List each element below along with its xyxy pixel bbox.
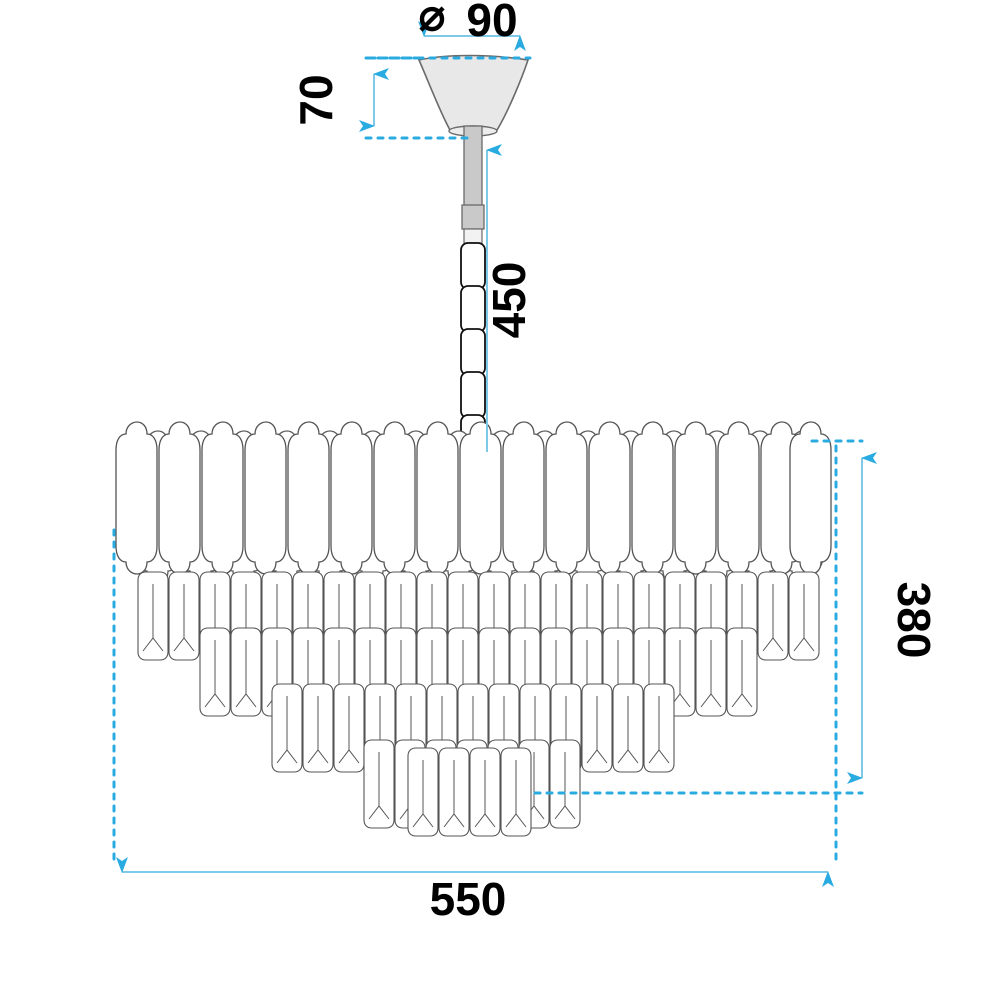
crystal-bar — [788, 571, 820, 661]
crystal-bar — [549, 739, 581, 829]
crystal-bar — [695, 627, 727, 717]
crystal-bar — [407, 747, 439, 837]
crystal-bar — [230, 627, 262, 717]
canopy-height-value: 70 — [290, 74, 342, 125]
shade-width-value: 550 — [430, 873, 507, 925]
diameter-value: 90 — [466, 0, 517, 46]
crystal-panel — [201, 421, 244, 575]
crystal-chain — [460, 242, 486, 456]
crystal-bar — [199, 627, 231, 717]
crystal-bar — [271, 683, 303, 773]
crystal-bar — [302, 683, 334, 773]
tier-1-top — [115, 421, 832, 584]
crystal-bar — [438, 747, 470, 837]
chain-link — [460, 328, 486, 376]
crystal-panel — [416, 421, 459, 575]
dimension-shade-height: 380 — [533, 439, 940, 795]
crystal-bar — [168, 571, 200, 661]
crystal-panel — [459, 421, 502, 575]
crystal-bar — [469, 747, 501, 837]
crystal-panel — [789, 421, 832, 575]
rod-link — [463, 228, 483, 244]
crystal-bar — [137, 571, 169, 661]
crystal-panel — [373, 421, 416, 575]
crystal-panel — [502, 421, 545, 575]
crystal-panel — [674, 421, 717, 575]
canopy-body — [417, 54, 530, 135]
diameter-symbol: ⌀ — [419, 0, 446, 40]
tier-6-bottom — [407, 747, 532, 837]
crystal-bar — [333, 683, 365, 773]
crystal-bar — [500, 747, 532, 837]
chain-link — [460, 242, 486, 290]
crystal-panel — [244, 421, 287, 575]
crystal-panel — [158, 421, 201, 575]
crystal-panel — [287, 421, 330, 575]
crystal-bar — [581, 683, 613, 773]
crystal-panel — [115, 421, 158, 575]
crystal-panel — [717, 421, 760, 575]
chain-link — [460, 371, 486, 419]
suspension-length-value: 450 — [483, 262, 535, 339]
crystal-bar — [612, 683, 644, 773]
dimension-suspension-length: 450 — [483, 144, 535, 452]
dimension-canopy-height: 70 — [290, 56, 472, 140]
crystal-bar — [757, 571, 789, 661]
crystal-panel — [588, 421, 631, 575]
crystal-panel — [330, 421, 373, 575]
crystal-panel — [545, 421, 588, 575]
crystal-bar — [363, 739, 395, 829]
chain-link — [460, 285, 486, 333]
crystal-panel — [631, 421, 674, 575]
crystal-bar — [726, 627, 758, 717]
shade-height-value: 380 — [888, 582, 940, 659]
dimension-canopy-diameter: ⌀ 90 — [368, 0, 532, 60]
crystal-bar — [643, 683, 675, 773]
dimension-shade-width: 550 — [112, 444, 838, 925]
rod-coupler — [461, 204, 485, 230]
